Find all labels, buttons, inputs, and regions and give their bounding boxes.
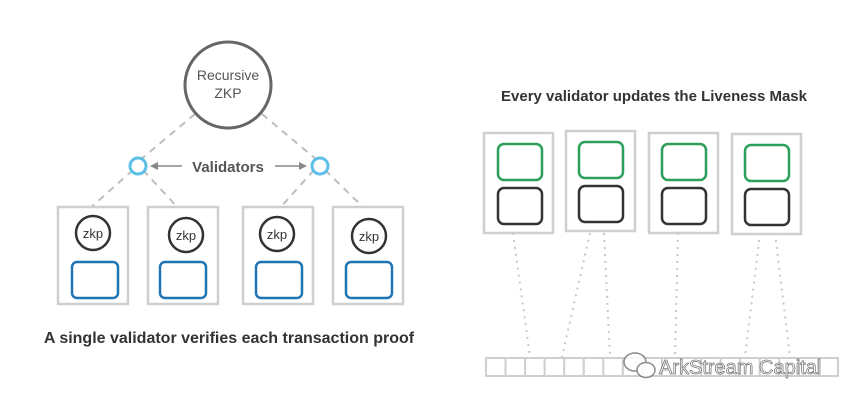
mask-cell xyxy=(582,357,605,377)
zkp-label: zkp xyxy=(176,228,196,243)
mask-cell xyxy=(563,357,585,377)
mask-cell xyxy=(504,357,527,377)
mask-connectors xyxy=(512,232,791,358)
transaction-block xyxy=(70,260,120,300)
green-block xyxy=(660,142,708,182)
transaction-box: zkp xyxy=(241,205,315,306)
zkp-proof-node xyxy=(74,214,112,252)
validator-state-box xyxy=(647,131,720,235)
dark-block xyxy=(660,186,708,226)
transaction-block xyxy=(158,260,208,300)
validator-state-box xyxy=(730,132,803,236)
transaction-box: zkp xyxy=(146,205,220,306)
left-caption: A single validator verifies each transac… xyxy=(44,330,415,347)
watermark-text: ArkStream Capital xyxy=(659,357,821,379)
tree-connectors xyxy=(87,113,367,211)
dark-block xyxy=(496,186,544,226)
root-label-line2: ZKP xyxy=(214,85,241,101)
zkp-label: zkp xyxy=(359,229,379,244)
transaction-block xyxy=(344,260,394,300)
zkp-proof-node xyxy=(350,217,388,255)
mask-cell xyxy=(543,357,566,377)
transaction-box: zkp xyxy=(331,205,405,306)
green-block xyxy=(496,142,544,182)
right-title: Every validator updates the Liveness Mas… xyxy=(501,88,808,105)
green-block xyxy=(577,140,625,180)
dark-block xyxy=(743,187,791,227)
validators-arrows xyxy=(150,162,307,170)
dark-block xyxy=(577,184,625,224)
mask-cell xyxy=(524,357,546,377)
validator-node-left xyxy=(128,156,148,176)
validator-state-box xyxy=(564,129,637,233)
root-label-line1: Recursive xyxy=(197,67,259,83)
zkp-label: zkp xyxy=(83,226,103,241)
green-block xyxy=(743,143,791,183)
validator-node-right xyxy=(310,156,330,176)
zkp-proof-node xyxy=(258,215,296,253)
mask-cell xyxy=(485,357,507,377)
watermark: ArkStream Capital xyxy=(623,352,822,379)
validator-state-box xyxy=(482,131,555,235)
transaction-block xyxy=(254,260,304,300)
mask-cell xyxy=(602,357,624,377)
recursive-zkp-node: Recursive ZKP xyxy=(183,40,273,130)
zkp-proof-node xyxy=(167,216,205,254)
zkp-label: zkp xyxy=(267,227,287,242)
wechat-icon xyxy=(623,352,656,379)
mask-cell xyxy=(817,357,840,377)
transaction-box: zkp xyxy=(56,205,130,306)
validators-label: Validators xyxy=(192,159,264,176)
